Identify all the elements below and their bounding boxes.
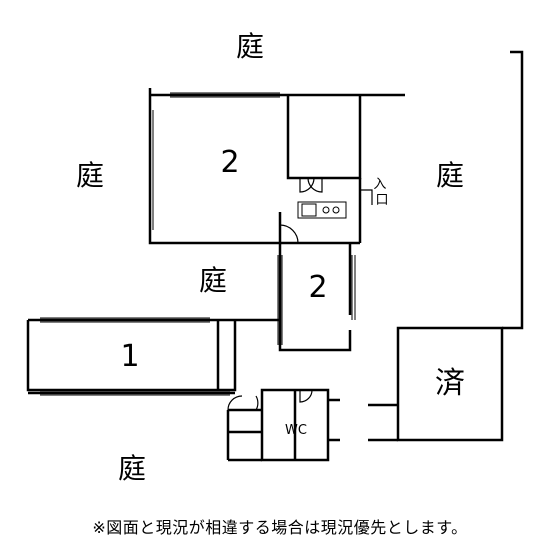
wc-label: WC — [285, 423, 307, 438]
garden-label-left: 庭 — [76, 159, 104, 192]
completed-building-label: 済 — [435, 366, 465, 401]
walls — [26, 50, 524, 462]
middle-room-label: 2 — [308, 270, 327, 305]
entrance-label: 入 口 — [373, 177, 390, 208]
garden-label-center: 庭 — [199, 264, 227, 297]
disclaimer-note: ※図面と現況が相違する場合は現況優先とします。 — [92, 518, 468, 537]
upper-room-label: 2 — [220, 145, 239, 180]
door-swings — [227, 177, 373, 411]
left-room-label: 1 — [120, 339, 139, 374]
garden-label-right: 庭 — [436, 159, 464, 192]
windows — [40, 92, 356, 396]
garden-label-bottom: 庭 — [118, 452, 146, 485]
garden-label-top: 庭 — [236, 30, 264, 63]
kitchen-counter — [297, 201, 347, 219]
